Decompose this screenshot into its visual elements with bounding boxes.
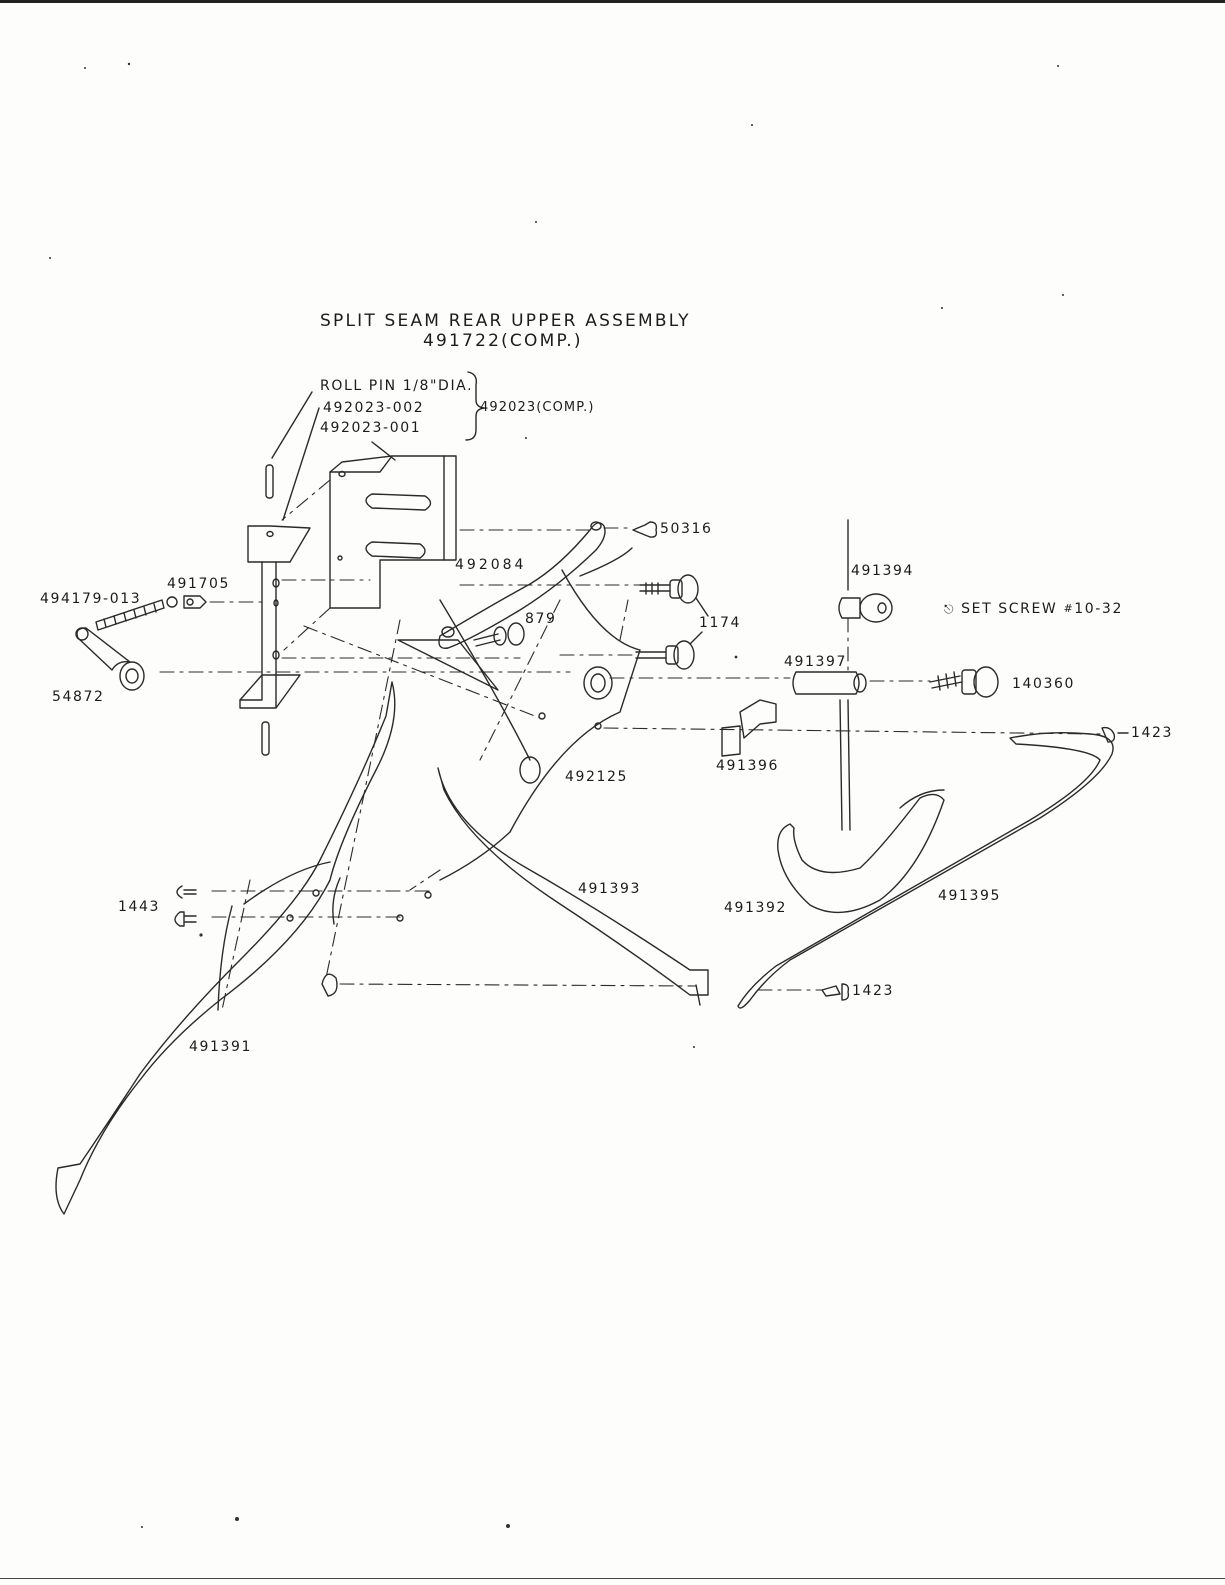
label-part-491705: 491705: [167, 576, 230, 592]
screw-part: [175, 886, 196, 926]
label-part-54872: 54872: [52, 689, 105, 705]
label-part-1174: 1174: [699, 615, 741, 631]
label-part-491397: 491397: [784, 654, 847, 670]
label-part-491393: 491393: [578, 881, 641, 897]
label-part-50316: 50316: [660, 521, 713, 537]
handle-lever-part: [76, 628, 144, 690]
adjusting-screw-part: [930, 667, 998, 697]
slotted-block-part: [330, 456, 456, 608]
label-part-492125: 492125: [565, 769, 628, 785]
label-part-492023-002: 492023-002: [323, 400, 424, 416]
long-arm-part: [56, 682, 431, 1214]
label-roll-pin: ROLL PIN 1/8"DIA.: [320, 378, 473, 394]
bushing-part: [793, 672, 866, 694]
label-part-879: 879: [525, 611, 557, 627]
mounting-bracket-part: [240, 526, 310, 708]
label-group-comp: 492023(COMP.): [480, 400, 595, 416]
label-part-494179-013: 494179-013: [40, 591, 141, 607]
clip-part: [722, 700, 776, 756]
label-part-1423-bottom: 1423: [852, 983, 894, 999]
guide-plate-part: [398, 522, 605, 690]
thumb-screw-part: [636, 575, 708, 669]
long-blade-part: [738, 728, 1114, 1008]
assembly-part-number: 491722(COMP.): [423, 331, 583, 351]
label-part-1443: 1443: [118, 899, 160, 915]
set-screw-size: 10-32: [1074, 601, 1123, 617]
label-part-491391: 491391: [189, 1039, 252, 1055]
number-sign-icon: #: [1063, 602, 1074, 615]
pivot-screw-part: [822, 984, 848, 1000]
label-part-140360: 140360: [1012, 676, 1075, 692]
label-part-1423-top: 1423: [1131, 725, 1173, 741]
label-set-screw: ⎋ SET SCREW #10-32: [944, 601, 1123, 617]
knurled-nut-part: [474, 623, 524, 646]
label-part-492084: 492084: [455, 557, 526, 573]
label-part-491396: 491396: [716, 758, 779, 774]
main-lever-part: [440, 548, 640, 880]
diagram-title: SPLIT SEAM REAR UPPER ASSEMBLY: [320, 311, 691, 331]
label-part-492023-001: 492023-001: [320, 420, 421, 436]
curved-blade-part: [438, 768, 708, 1005]
set-screw-icon: ⎋: [944, 602, 955, 616]
roll-pin-part: [262, 465, 273, 755]
label-part-491394: 491394: [851, 563, 914, 579]
cone-nut-part: [633, 522, 656, 537]
scan-specks: [49, 63, 1064, 1528]
label-part-491395: 491395: [938, 888, 1001, 904]
set-screw-text: SET SCREW: [961, 601, 1057, 617]
hook-blade-part: [778, 700, 944, 912]
group-leader-lines: [272, 372, 484, 520]
label-part-491392: 491392: [724, 900, 787, 916]
